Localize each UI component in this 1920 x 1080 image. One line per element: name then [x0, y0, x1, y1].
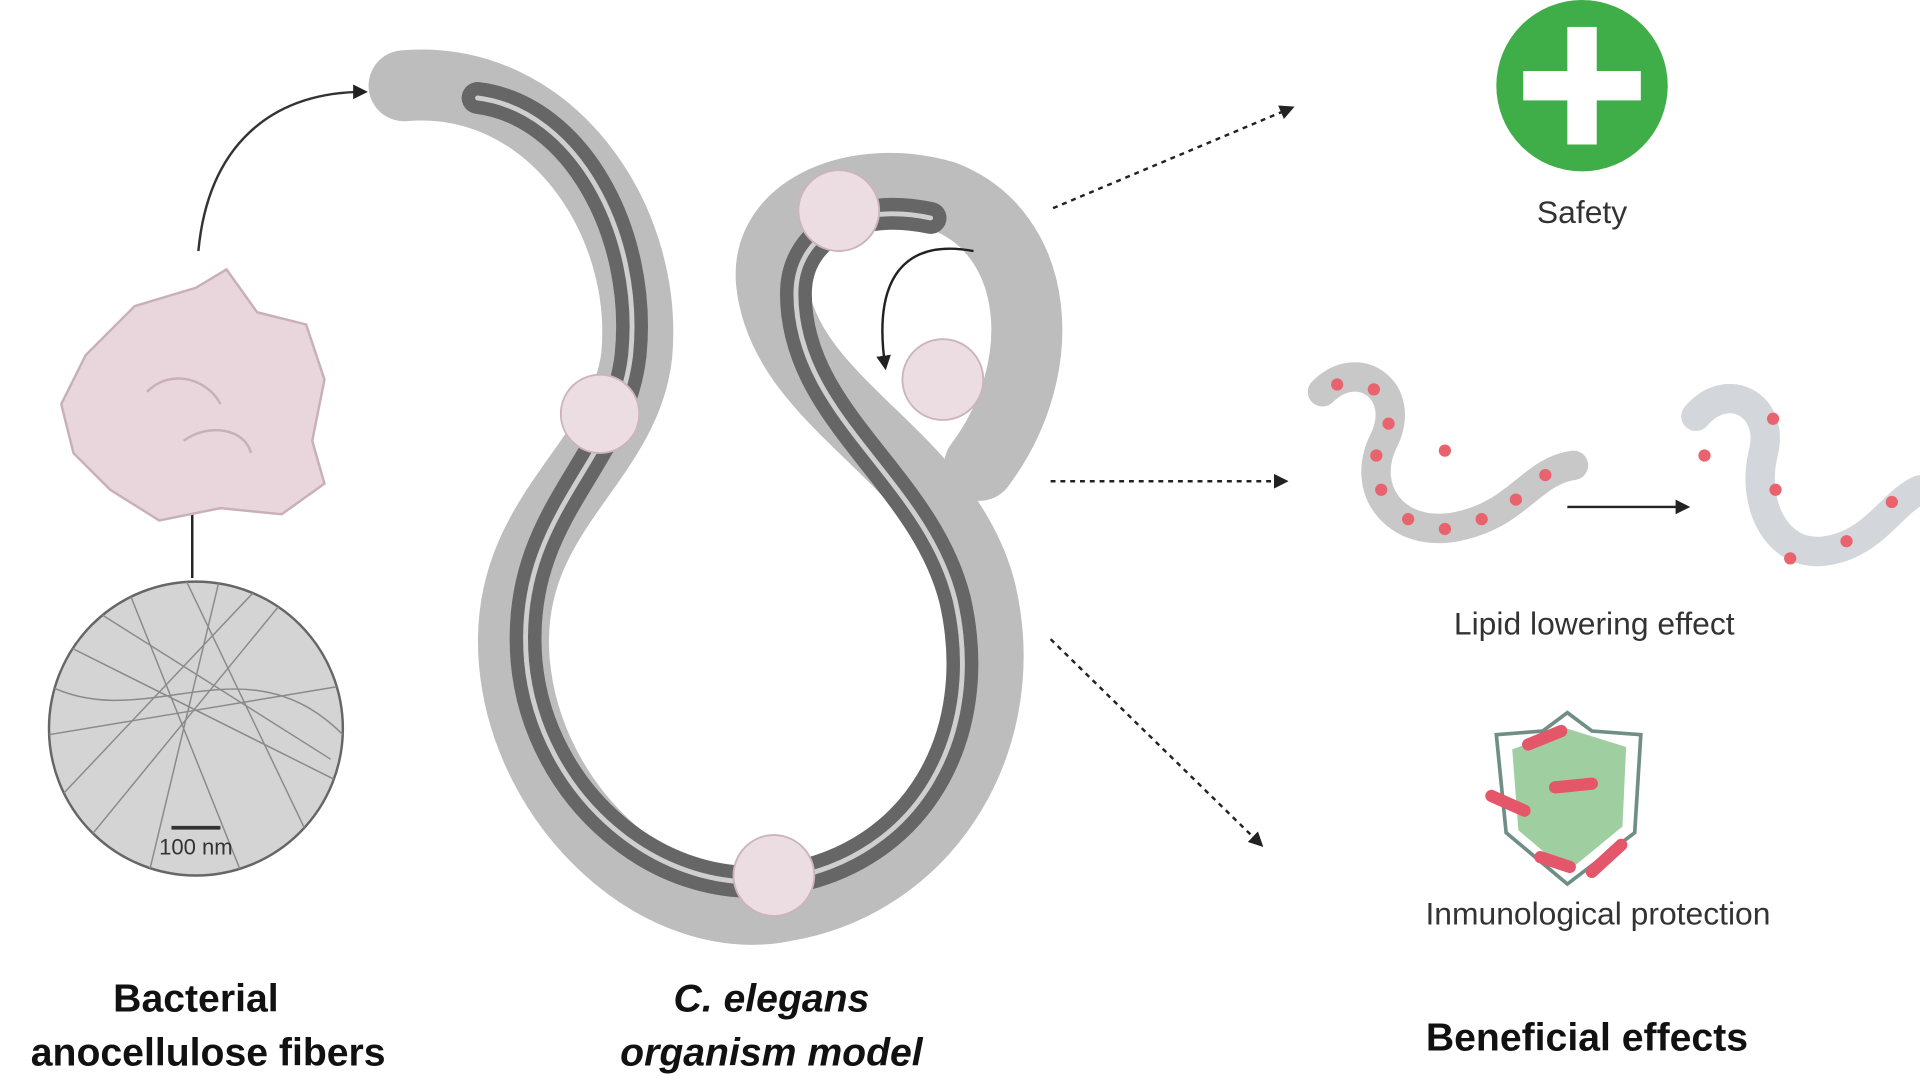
arrow-to-worm: [197, 84, 368, 252]
fibers-title-line2: anocellulose fibers: [31, 1031, 386, 1074]
worm-before-icon: [1307, 362, 1589, 543]
scale-bar-label: 100 nm: [159, 835, 232, 860]
nanocellulose-particle: [59, 267, 326, 522]
lipid-label: Lipid lowering effect: [1454, 605, 1735, 641]
beneficial-effects-title: Beneficial effects: [1426, 1017, 1748, 1060]
c-elegans-worm: [368, 49, 1063, 945]
safety-plus-icon: [1496, 0, 1668, 172]
model-title-line1: C. elegans: [673, 977, 869, 1020]
model-title-line2: organism model: [620, 1031, 924, 1074]
arrow-safety: [1052, 105, 1295, 210]
arrow-immuno: [1049, 638, 1264, 847]
worm-after-icon: [1681, 384, 1920, 567]
curved-arrow: [876, 247, 974, 371]
safety-label: Safety: [1537, 194, 1627, 230]
micrograph-circle: 100 nm: [47, 580, 345, 877]
worm-particles: [559, 169, 985, 917]
immuno-label: Inmunological protection: [1425, 895, 1770, 931]
fibers-title-line1: Bacterial: [113, 977, 279, 1020]
shield-bacteria-icon: [1485, 710, 1643, 887]
